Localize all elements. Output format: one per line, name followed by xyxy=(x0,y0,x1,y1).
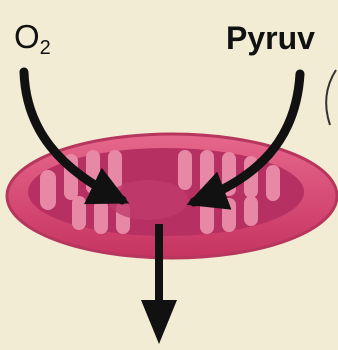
oxygen-subscript: 2 xyxy=(40,37,51,59)
pyruvate-label: Pyruv xyxy=(226,22,315,54)
oxygen-label: O2 xyxy=(14,20,51,58)
edge-curve xyxy=(326,70,336,125)
oxygen-symbol: O xyxy=(14,18,40,55)
